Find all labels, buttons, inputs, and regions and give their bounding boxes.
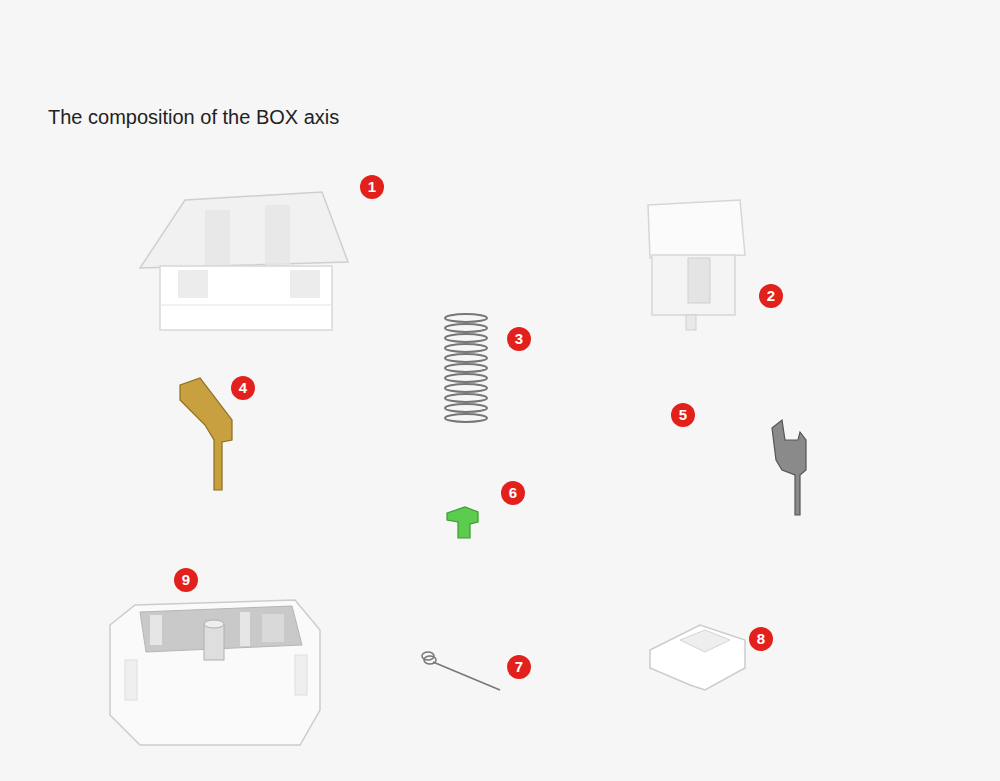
spring-coil: [445, 314, 487, 322]
housing-bottom-shape: [150, 615, 162, 645]
spring-coil: [445, 344, 487, 352]
housing-bottom-shape: [240, 612, 250, 646]
click-wire: [422, 652, 500, 690]
housing-bottom-shape: [295, 655, 307, 695]
page-title: The composition of the BOX axis: [48, 106, 339, 129]
stem-shape: [648, 200, 745, 258]
stem-shape: [686, 315, 696, 330]
housing-bottom: [110, 600, 320, 745]
spring-coil: [445, 414, 487, 422]
spring: [445, 314, 487, 422]
callout-number: 4: [231, 376, 255, 400]
housing-top-shape: [205, 210, 230, 268]
click-wire-shape: [433, 662, 500, 690]
housing-top-shape: [160, 266, 332, 330]
gold-contact-leaf-shape: [180, 378, 232, 490]
housing-top-shape: [160, 305, 332, 306]
stem: [648, 200, 745, 330]
slider: [650, 625, 745, 690]
callout-number: 8: [749, 627, 773, 651]
callout-number: 2: [759, 284, 783, 308]
spring-coil: [445, 334, 487, 342]
callout-number: 5: [671, 403, 695, 427]
gold-contact-leaf: [180, 378, 232, 490]
slider-shape: [650, 625, 745, 690]
green-part-shape: [447, 507, 478, 538]
metal-contact-shape: [772, 420, 806, 515]
callout-number: 9: [174, 568, 198, 592]
housing-bottom-shape: [204, 620, 224, 628]
callout-number: 3: [507, 327, 531, 351]
housing-bottom-shape: [125, 660, 137, 700]
spring-coil: [445, 354, 487, 362]
callout-number: 7: [507, 655, 531, 679]
stem-shape: [652, 255, 735, 315]
housing-bottom-shape: [204, 624, 224, 660]
spring-coil: [445, 324, 487, 332]
housing-top: [140, 192, 348, 330]
housing-bottom-shape: [110, 600, 320, 745]
housing-top-shape: [265, 205, 290, 267]
housing-top-shape: [140, 192, 348, 268]
slider-shape: [680, 630, 730, 652]
spring-coil: [445, 394, 487, 402]
metal-contact: [772, 420, 806, 515]
callout-number: 1: [360, 175, 384, 199]
housing-top-shape: [290, 270, 320, 298]
spring-coil: [445, 374, 487, 382]
housing-top-shape: [178, 270, 208, 298]
spring-coil: [445, 384, 487, 392]
spring-coil: [445, 364, 487, 372]
green-part: [447, 507, 478, 538]
spring-coil: [445, 404, 487, 412]
callout-number: 6: [501, 481, 525, 505]
stem-shape: [688, 258, 710, 303]
housing-bottom-shape: [262, 614, 284, 642]
